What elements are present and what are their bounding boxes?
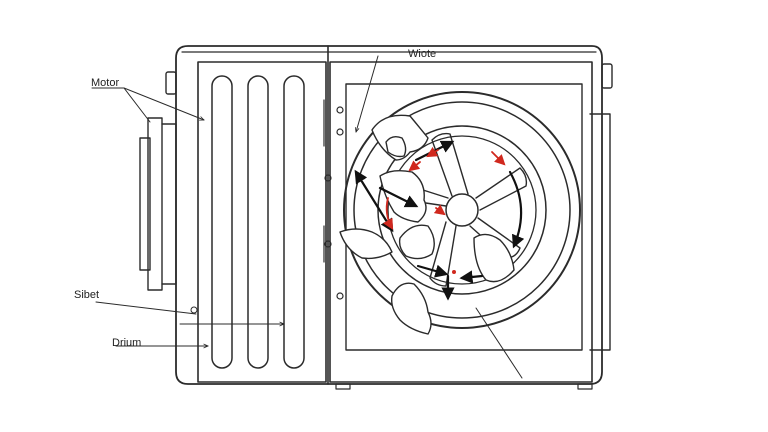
cabinet [175,45,613,390]
slot-3 [283,75,305,369]
label-drum: Drium [112,337,141,349]
label-water: Wiote [408,48,436,60]
screw-5 [336,292,344,300]
arrow-red-5 [383,197,394,230]
label-sibet: Sibet [74,289,99,301]
slot-1 [211,75,233,369]
cloth-5 [473,233,515,283]
drum-hub [445,193,479,227]
arrow-black-5 [416,264,449,278]
motor-leader-2 [123,87,151,123]
arrow-red-4 [433,204,446,216]
arrow-black-6 [459,270,484,284]
motor-housing [139,71,177,291]
sibet-leader-dot [190,306,198,314]
door-rim-inner [353,101,571,319]
motor-leader [91,87,204,120]
cloth-7 [385,135,407,158]
screw-4 [324,240,332,248]
cloth-4 [398,224,435,260]
drum-inner-leader [475,307,523,379]
arrow-red-3 [491,151,506,166]
arrow-black-3 [508,170,525,249]
arrow-red-1 [408,160,421,172]
motion-arrows-red [383,146,506,274]
water-leader [356,55,379,132]
side-panel [197,61,327,383]
label-motor: Motor [91,77,119,89]
front-panel [323,61,593,383]
callouts [91,55,523,379]
screw-1 [336,106,344,114]
screw-3 [324,174,332,182]
sibet-leader-1 [95,301,197,315]
cloth-6 [390,282,432,335]
red-dot [452,270,456,274]
arrow-black-7 [378,186,419,208]
screw-2 [336,128,344,136]
arrow-red-2 [426,146,439,158]
door-rim-outer [343,91,581,329]
laundry [339,114,515,335]
cloth-3 [339,228,393,260]
slot-2 [247,75,269,369]
